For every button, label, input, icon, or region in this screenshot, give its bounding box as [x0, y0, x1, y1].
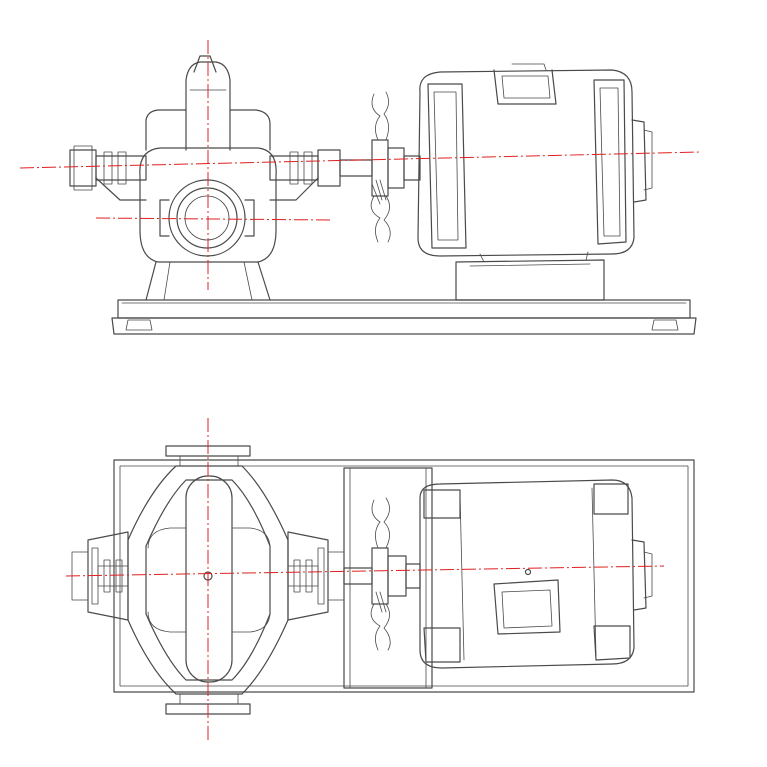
electric-motor-plan: [419, 479, 653, 669]
plan-view: [65, 418, 695, 742]
coupling-side: [370, 91, 421, 243]
side-elevation-view: [19, 40, 701, 335]
base-frame-plan: [113, 459, 695, 693]
electric-motor-side: [417, 63, 653, 301]
base-frame-side: [111, 299, 697, 335]
centerlines-side: [19, 40, 701, 290]
split-case-pump-plan: [71, 445, 373, 715]
centerlines-plan: [65, 418, 665, 742]
split-case-pump-side: [69, 55, 373, 301]
coupling-plan: [370, 497, 421, 651]
